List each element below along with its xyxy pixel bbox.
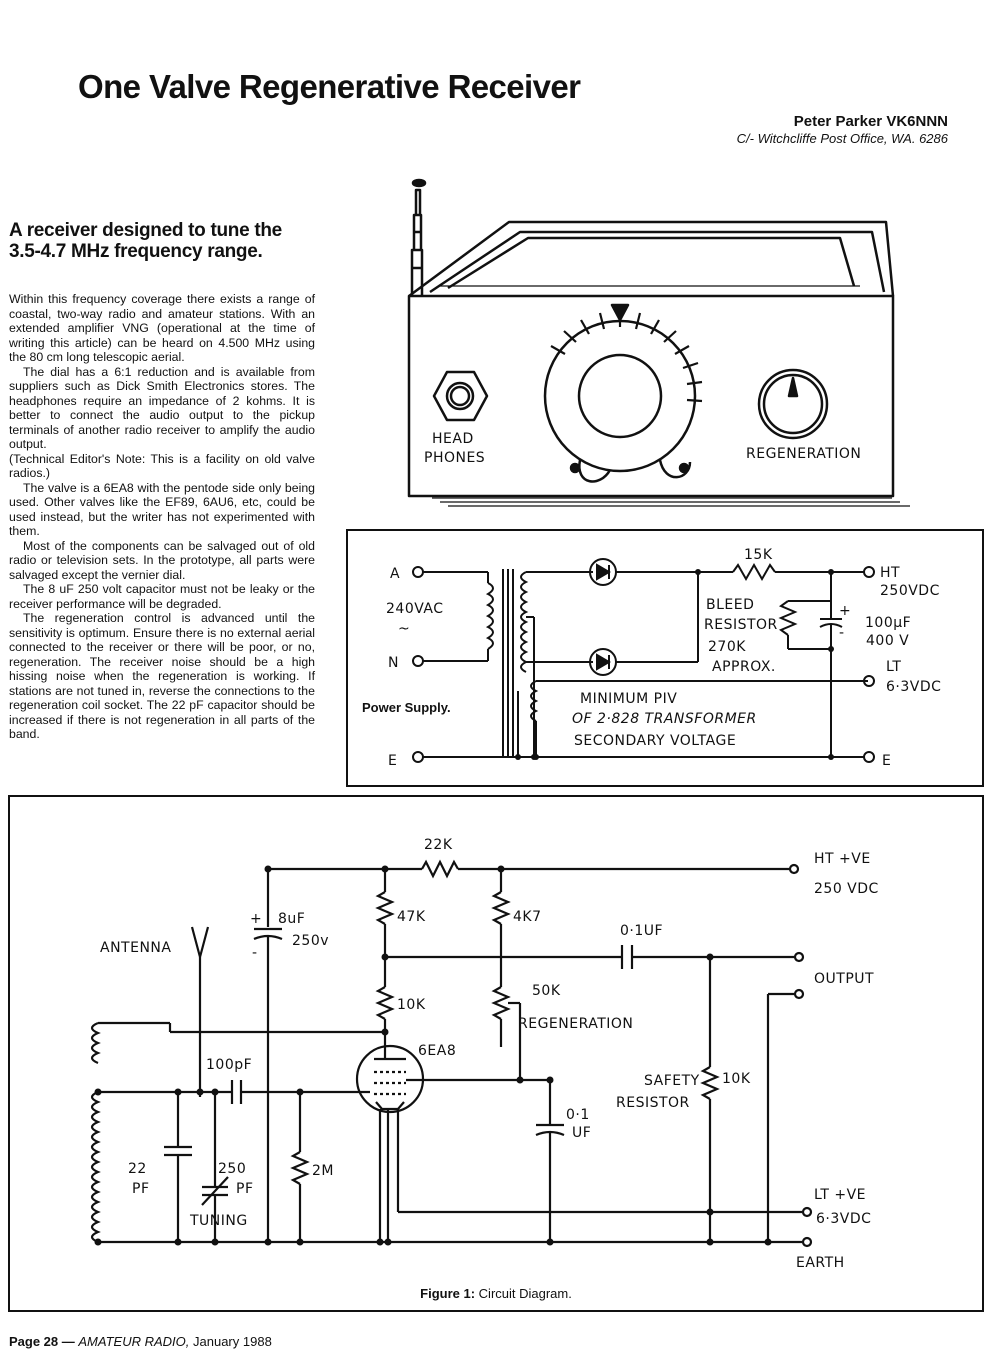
output-label: OUTPUT — [814, 971, 874, 987]
regeneration-knob-label: REGENERATION — [746, 446, 861, 462]
page-number: Page 28 — — [9, 1334, 75, 1349]
cap-8uf-voltage: 250v — [292, 933, 329, 949]
pot-50k-label: 50K — [532, 983, 561, 999]
circuit-diagram: 22K HT +VE 250 VDC + 8uF 250v - 47K 4K7 … — [8, 795, 984, 1312]
cap-01-b2: UF — [572, 1125, 591, 1141]
ps-input-a: A — [390, 566, 400, 582]
paragraph: The regeneration control is advanced unt… — [9, 611, 315, 741]
ps-lt-label: LT — [886, 659, 901, 675]
cap-22-unit: PF — [132, 1181, 150, 1197]
ps-bleed-4: APPROX. — [712, 659, 776, 675]
ps-note-2: OF 2·828 TRANSFORMER — [572, 711, 757, 727]
safety-r-10k-label: 10K — [722, 1071, 751, 1087]
cap-8uf-minus: - — [252, 945, 258, 961]
author-block: Peter Parker VK6NNN C/- Witchcliffe Post… — [737, 113, 948, 146]
lt-label: LT +VE — [814, 1187, 866, 1203]
ps-note-3: SECONDARY VOLTAGE — [574, 733, 736, 749]
cap-8uf-label: 8uF — [278, 911, 305, 927]
regeneration-label: REGENERATION — [518, 1016, 633, 1032]
cap-22-label: 22 — [128, 1161, 147, 1177]
paragraph: The 8 uF 250 volt capacitor must not be … — [9, 582, 315, 611]
article-body: Within this frequency coverage there exi… — [9, 292, 315, 742]
receiver-illustration: HEAD PHONES REGENERATION — [407, 178, 910, 507]
ht-voltage-label: 250 VDC — [814, 881, 879, 897]
cap-250-unit: PF — [236, 1181, 254, 1197]
tuning-label: TUNING — [189, 1213, 248, 1229]
r-47k-label: 47K — [397, 909, 426, 925]
ps-ht-label: HT — [880, 565, 900, 581]
ps-ht-voltage: 250VDC — [880, 583, 940, 599]
ps-input-e: E — [388, 753, 397, 769]
cap-100pf-label: 100pF — [206, 1057, 252, 1073]
article-title: One Valve Regenerative Receiver — [78, 68, 581, 105]
issue-date: January 1988 — [193, 1334, 272, 1349]
earth-label: EARTH — [796, 1255, 845, 1271]
ps-ac-symbol: ~ — [398, 621, 410, 637]
page-footer: Page 28 — AMATEUR RADIO, January 1988 — [9, 1334, 272, 1349]
r-2m-label: 2M — [312, 1163, 334, 1179]
cap-250-label: 250 — [218, 1161, 246, 1177]
valve-label: 6EA8 — [418, 1043, 456, 1059]
ps-bleed-1: BLEED — [706, 597, 754, 613]
r-10k-label: 10K — [397, 997, 426, 1013]
ps-lt-voltage: 6·3VDC — [886, 679, 941, 695]
r-4k7-label: 4K7 — [513, 909, 542, 925]
headphones-label-2: PHONES — [424, 450, 485, 466]
ps-resistor-15k: 15K — [744, 547, 773, 563]
safety-label-1: SAFETY — [644, 1073, 700, 1089]
headphones-label: HEAD — [432, 431, 474, 447]
paragraph: The valve is a 6EA8 with the pentode sid… — [9, 480, 315, 539]
figure-title: Circuit Diagram. — [478, 1286, 572, 1301]
author-address: C/- Witchcliffe Post Office, WA. 6286 — [736, 131, 948, 146]
figure-caption: Figure 1: Circuit Diagram. — [10, 1286, 982, 1301]
cap-01-b1: 0·1 — [566, 1107, 590, 1123]
ps-cap-value: 100µF — [865, 615, 911, 631]
paragraph: Within this frequency coverage there exi… — [9, 292, 315, 364]
paragraph: The dial has a 6:1 reduction and is avai… — [9, 364, 315, 452]
ps-ac-label: 240VAC — [386, 601, 444, 617]
ps-minus: - — [839, 625, 845, 641]
ps-cap-voltage: 400 V — [866, 633, 909, 649]
author-name: Peter Parker VK6NNN — [793, 113, 948, 130]
r-22k-label: 22K — [424, 837, 453, 853]
safety-label-2: RESISTOR — [616, 1095, 690, 1111]
antenna-label: ANTENNA — [100, 940, 171, 956]
ht-label: HT +VE — [814, 851, 871, 867]
ps-bleed-2: RESISTOR — [704, 617, 778, 633]
ps-bleed-3: 270K — [708, 639, 746, 655]
cap-01uf-label: 0·1UF — [620, 923, 663, 939]
ps-plus: + — [839, 603, 851, 619]
paragraph: (Technical Editor's Note: This is a faci… — [9, 451, 315, 481]
lt-voltage-label: 6·3VDC — [816, 1211, 871, 1227]
magazine-name: AMATEUR RADIO, — [78, 1334, 190, 1349]
ps-note-1: MINIMUM PIV — [580, 691, 677, 707]
ps-input-n: N — [388, 655, 399, 671]
article-subheading: A receiver designed to tune the 3.5-4.7 … — [9, 220, 282, 262]
cap-8uf-plus: + — [250, 911, 262, 927]
ps-caption: Power Supply. — [362, 700, 451, 715]
ps-output-e: E — [882, 753, 891, 769]
paragraph: Most of the components can be salvaged o… — [9, 538, 315, 582]
figure-label: Figure 1: — [420, 1286, 476, 1301]
power-supply-diagram: A 240VAC ~ N Power Supply. E 15K HT 250V… — [346, 529, 984, 787]
